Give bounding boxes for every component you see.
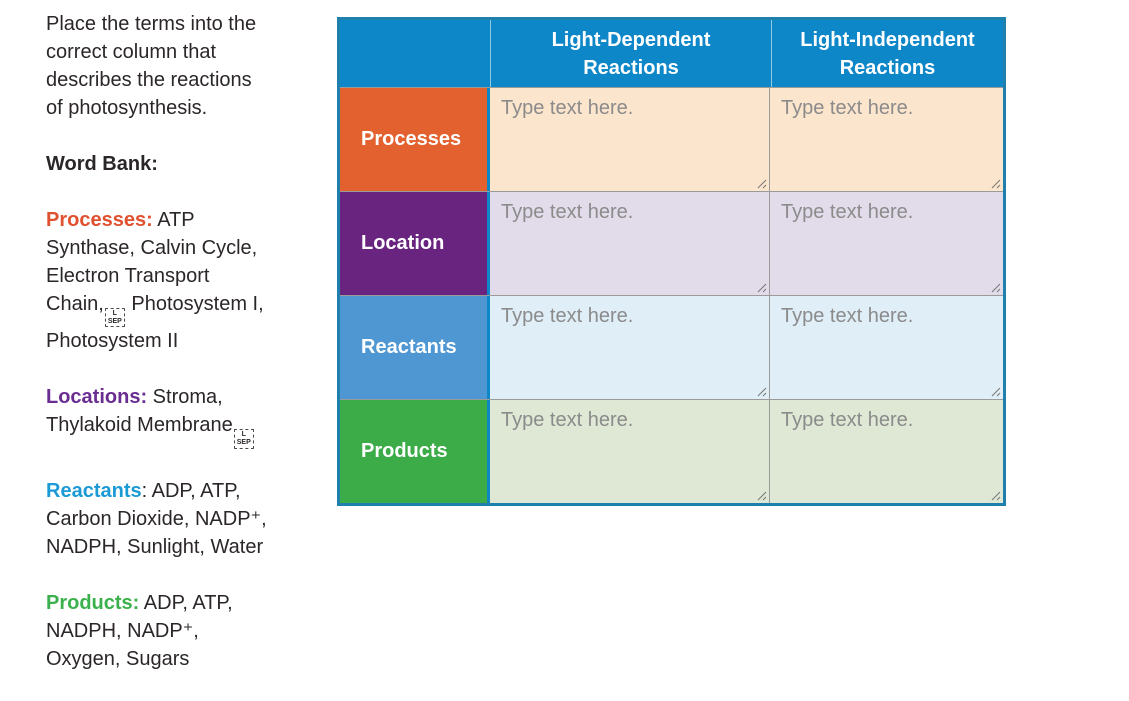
word-bank-entry-reactants: Reactants: ADP, ATP, Carbon Dioxide, NAD… xyxy=(46,477,348,561)
cell-processes-light-dependent xyxy=(490,88,770,191)
table-row-products: Products xyxy=(340,399,1003,503)
column-header-light-dependent: Light-Dependent Reactions xyxy=(490,20,771,87)
row-label-reactants: Reactants xyxy=(340,296,487,399)
answer-textarea-reactants-light-dependent[interactable] xyxy=(490,296,769,399)
word-bank-terms-products: ADP, ATP, NADPH, NADP⁺, Oxygen, Sugars xyxy=(46,591,233,670)
answer-textarea-products-light-independent[interactable] xyxy=(770,400,1003,503)
word-bank-entry-processes: Processes: ATP Synthase, Calvin Cycle, E… xyxy=(46,206,348,355)
row-label-processes: Processes xyxy=(340,88,487,191)
word-bank-label-products: Products: xyxy=(46,591,140,614)
answer-textarea-location-light-dependent[interactable] xyxy=(490,192,769,295)
resize-handle-icon[interactable] xyxy=(754,176,767,189)
cell-products-light-dependent xyxy=(490,400,770,503)
resize-handle-icon[interactable] xyxy=(988,384,1001,397)
word-bank-label-locations: Locations: xyxy=(46,386,148,409)
table-row-processes: Processes xyxy=(340,87,1003,191)
cell-processes-light-independent xyxy=(770,88,1003,191)
answer-textarea-reactants-light-independent[interactable] xyxy=(770,296,1003,399)
instructions-text: Place the terms into the correct column … xyxy=(46,13,257,119)
word-bank-heading: Word Bank: xyxy=(46,153,158,175)
word-bank-label-processes: Processes: xyxy=(46,209,153,231)
word-bank-terms-reactants: : ADP, ATP, Carbon Dioxide, NADP⁺, NADPH… xyxy=(46,479,267,558)
resize-handle-icon[interactable] xyxy=(988,176,1001,189)
cell-location-light-dependent xyxy=(490,192,770,295)
resize-handle-icon[interactable] xyxy=(754,384,767,397)
answer-textarea-location-light-independent[interactable] xyxy=(770,192,1003,295)
resize-handle-icon[interactable] xyxy=(754,488,767,501)
column-header-light-independent: Light-Independent Reactions xyxy=(771,20,1003,87)
table-row-location: Location xyxy=(340,191,1003,295)
cell-reactants-light-dependent xyxy=(490,296,770,399)
answer-textarea-products-light-dependent[interactable] xyxy=(490,400,769,503)
table-row-reactants: Reactants xyxy=(340,295,1003,399)
resize-handle-icon[interactable] xyxy=(988,280,1001,293)
worksheet-table: Light-Dependent Reactions Light-Independ… xyxy=(337,17,1006,506)
instructions-panel: Place the terms into the correct column … xyxy=(46,10,348,701)
word-bank-label-reactants: Reactants xyxy=(46,479,142,502)
header-corner-cell xyxy=(340,20,490,87)
cell-reactants-light-independent xyxy=(770,296,1003,399)
row-label-location: Location xyxy=(340,192,487,295)
cell-location-light-independent xyxy=(770,192,1003,295)
cell-products-light-independent xyxy=(770,400,1003,503)
row-label-products: Products xyxy=(340,400,487,503)
answer-textarea-processes-light-independent[interactable] xyxy=(770,88,1003,191)
table-header-row: Light-Dependent Reactions Light-Independ… xyxy=(340,20,1003,87)
word-bank-entry-products: Products: ADP, ATP, NADPH, NADP⁺, Oxygen… xyxy=(46,589,348,673)
resize-handle-icon[interactable] xyxy=(988,488,1001,501)
answer-textarea-processes-light-dependent[interactable] xyxy=(490,88,769,191)
resize-handle-icon[interactable] xyxy=(754,280,767,293)
